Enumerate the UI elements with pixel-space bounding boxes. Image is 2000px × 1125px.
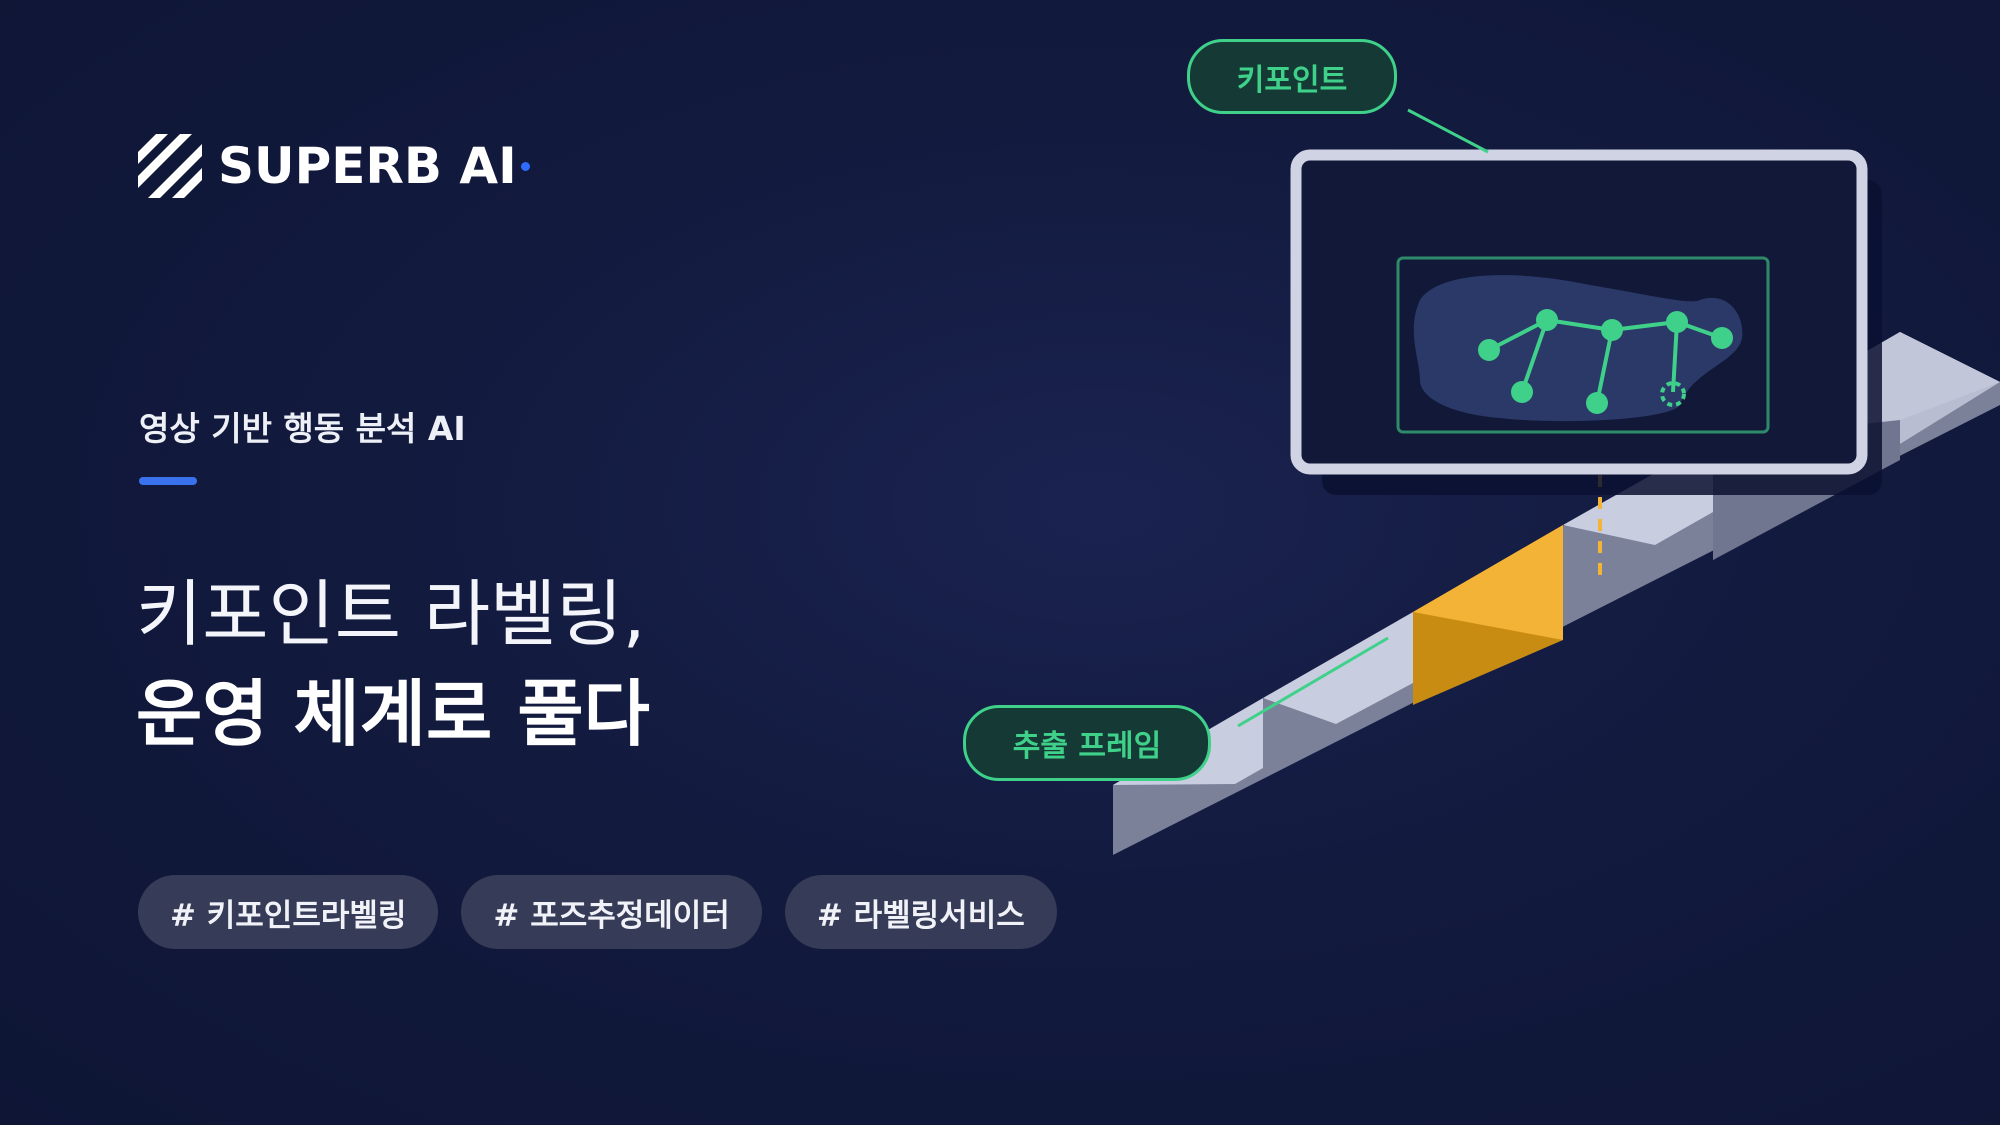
keypoint-callout-line xyxy=(1407,108,1489,154)
accent-divider xyxy=(139,477,197,485)
hashtag-labeling-service[interactable]: # 라벨링서비스 xyxy=(784,875,1057,949)
logo-mark-icon xyxy=(138,134,202,198)
hero-headline-line1: 키포인트 라벨링, xyxy=(136,572,646,656)
hero-subtitle: 영상 기반 행동 분석 AI xyxy=(139,409,466,448)
brand-name: SUPERB AI xyxy=(218,137,517,195)
keypoint-skeleton-icon xyxy=(1413,275,1743,422)
keypoint-callout: 키포인트 xyxy=(1187,39,1397,114)
hashtag-pose-estimation-data[interactable]: # 포즈추정데이터 xyxy=(461,875,762,949)
brand-dot-icon xyxy=(520,161,530,171)
hashtag-list: # 키포인트라벨링 # 포즈추정데이터 # 라벨링서비스 xyxy=(138,875,1057,949)
hashtag-keypoint-labeling[interactable]: # 키포인트라벨링 xyxy=(138,875,439,949)
brand-logo[interactable]: SUPERB AI xyxy=(138,134,530,198)
hero-headline-line2: 운영 체계로 풀다 xyxy=(136,672,650,756)
extracted-frame-callout: 추출 프레임 xyxy=(963,705,1211,781)
frame-callout-line xyxy=(1237,636,1389,728)
